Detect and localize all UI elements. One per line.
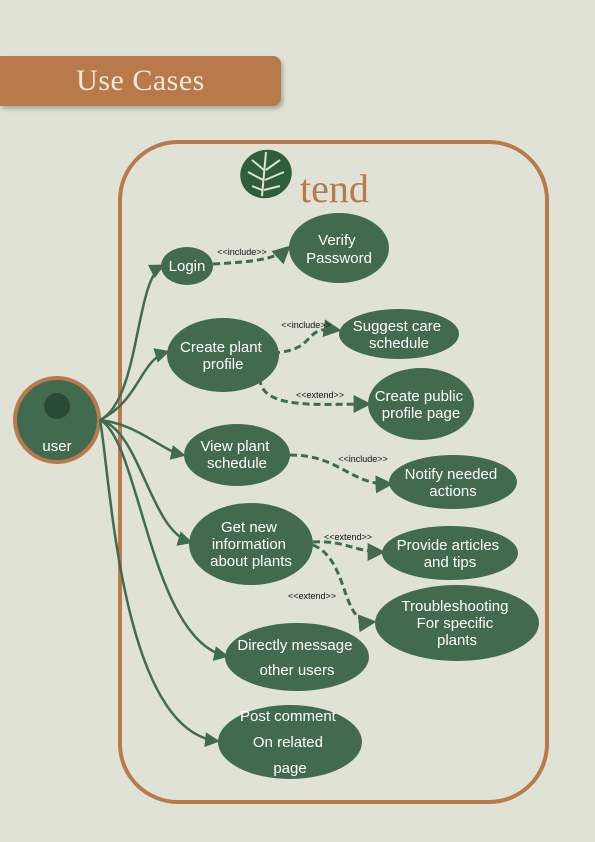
uc-create-public-profile[interactable] [368, 368, 474, 440]
dep-info-troubleshooting [312, 543, 377, 633]
uc-suggest-care-schedule-label: Suggest care schedule [353, 318, 446, 352]
uc-view-plant-schedule[interactable] [184, 424, 290, 486]
uc-create-plant-profile-label: Create plant profile [180, 339, 266, 373]
label-view-notify: <<include>> [338, 454, 388, 464]
assoc-post-comment [98, 419, 220, 748]
uc-troubleshooting[interactable] [375, 585, 539, 661]
uc-post-comment-label: Post comment On related page [240, 708, 340, 777]
assoc-login [99, 264, 165, 422]
uc-post-comment[interactable] [218, 705, 362, 779]
uc-create-plant-profile[interactable] [167, 318, 279, 392]
monstera-leaf-icon [240, 149, 292, 199]
associations [98, 264, 229, 748]
uc-login[interactable] [161, 247, 213, 285]
uc-notify-needed-actions-label: Notify needed actions [405, 466, 502, 500]
section-title: Use Cases [76, 64, 205, 97]
uc-provide-articles[interactable] [382, 526, 518, 580]
actor-user: user [13, 376, 101, 464]
label-create-public: <<extend>> [296, 390, 344, 400]
uc-login-label: Login [169, 258, 206, 275]
label-create-suggest: <<include>> [281, 320, 331, 330]
user-icon [44, 393, 70, 419]
dep-view-notify [289, 453, 394, 494]
uc-direct-message[interactable] [225, 623, 369, 691]
uc-get-new-information-label: Get new information about plants [210, 519, 292, 570]
assoc-view-schedule [99, 418, 186, 460]
assoc-create-plant [99, 348, 170, 422]
assoc-get-info [99, 418, 193, 546]
system-boundary [118, 140, 549, 804]
brand-name: tend [300, 166, 369, 211]
dep-info-articles [312, 540, 386, 561]
uc-create-public-profile-label: Create public profile page [375, 388, 468, 422]
uc-suggest-care-schedule[interactable] [339, 309, 459, 359]
uc-troubleshooting-label: Troubleshooting For specific plants [401, 598, 512, 649]
dep-login-verify [212, 245, 291, 266]
label-login-verify: <<include>> [217, 247, 267, 257]
dependencies [212, 245, 394, 633]
uc-direct-message-label: Directly message other users [237, 637, 356, 679]
dep-create-public [258, 377, 372, 414]
uc-view-plant-schedule-label: View plant schedule [200, 438, 273, 472]
uc-notify-needed-actions[interactable] [389, 455, 517, 509]
uc-verify-password[interactable] [289, 213, 389, 283]
section-banner: Use Cases [0, 56, 281, 106]
uc-provide-articles-label: Provide articles and tips [397, 537, 504, 571]
assoc-direct-message [99, 418, 229, 661]
uc-verify-password-label: Verify Password [306, 232, 372, 267]
label-info-articles: <<extend>> [324, 532, 372, 542]
dep-create-suggest [272, 319, 342, 355]
actor-label: user [42, 438, 71, 455]
label-info-troubleshooting: <<extend>> [288, 591, 336, 601]
uc-get-new-information[interactable] [189, 503, 313, 585]
